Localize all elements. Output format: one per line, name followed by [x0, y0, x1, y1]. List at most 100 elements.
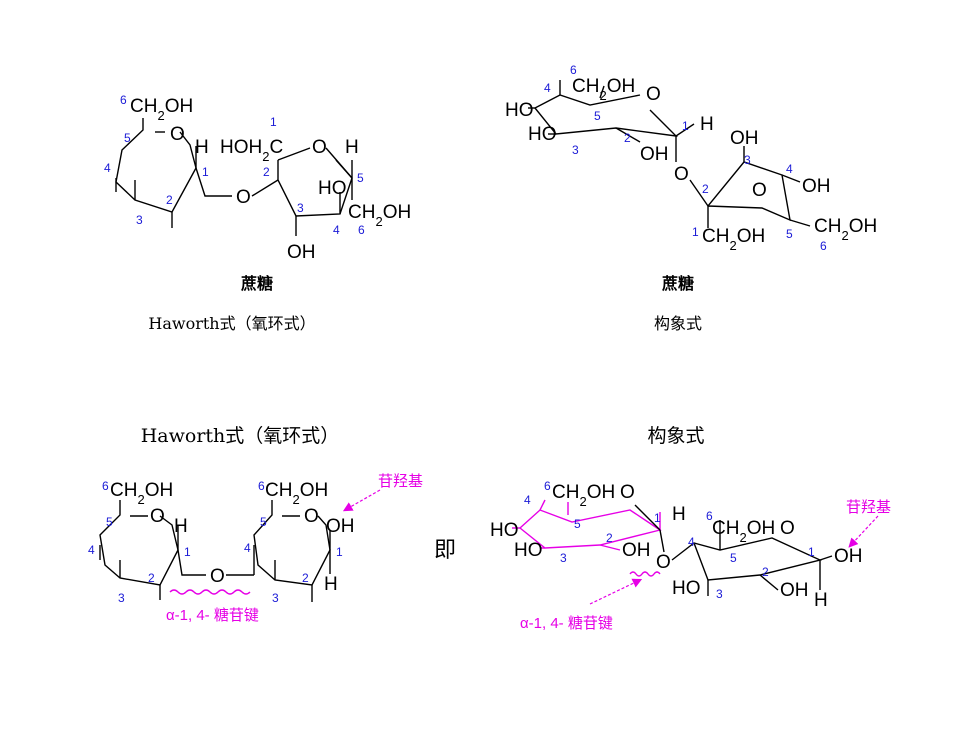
br-a-ch2oh: CH2OH: [552, 482, 615, 509]
caption-conformation-bottom: 构象式: [647, 425, 704, 447]
br-link-o: O: [656, 552, 671, 573]
tr-num4: 4: [544, 81, 551, 95]
num-f2: 2: [263, 165, 270, 179]
num-f6: 6: [358, 223, 365, 237]
link-o: O: [236, 187, 251, 208]
bl-b-h: H: [324, 574, 338, 595]
bl-glycosidic-hydroxyl-label: 苷羟基: [378, 473, 423, 490]
tr-fnum2: 2: [702, 182, 709, 196]
br-bond-arrow: [589, 578, 643, 605]
bl-num-a6: 6: [102, 479, 109, 493]
br-b-oh1: OH: [834, 546, 863, 567]
glc-h: H: [195, 137, 209, 158]
fru-hoh2c: HOH2C: [220, 137, 283, 164]
bl-num-a2: 2: [148, 571, 155, 585]
tr-ho4: HO: [505, 100, 534, 121]
num-g1: 1: [202, 165, 209, 179]
tr-f-o: O: [752, 180, 767, 201]
bl-link-o: O: [210, 566, 225, 587]
num-f3: 3: [297, 201, 304, 215]
tr-link-o: O: [674, 164, 689, 185]
tr-num1: 1: [682, 119, 689, 133]
num-g6: 6: [120, 93, 127, 107]
bl-num-b6: 6: [258, 479, 265, 493]
br-num-a6: 6: [544, 479, 551, 493]
bl-b-ch2oh: CH2OH: [265, 480, 328, 507]
tr-f-ch2oh6: CH2OH: [814, 216, 877, 243]
br-num-a4: 4: [524, 493, 531, 507]
sucrose-haworth-structure: CH2OH O H O HOH2C O H HO CH2OH OH 6 5 4 …: [104, 93, 411, 333]
tr-ch2oh: CH2OH: [572, 76, 635, 103]
sucrose-name-left: 蔗糖: [240, 274, 273, 293]
tr-h1: H: [700, 114, 714, 135]
tr-f-oh4: OH: [802, 176, 831, 197]
br-b-o: O: [780, 518, 795, 539]
br-glycosidic-hydroxyl-label: 苷羟基: [846, 499, 891, 516]
br-num-b3: 3: [716, 587, 723, 601]
br-a-h: H: [672, 504, 686, 525]
fru-ch2oh: CH2OH: [348, 202, 411, 229]
bl-a-ch2oh: CH2OH: [110, 480, 173, 507]
bl-num-a1: 1: [184, 545, 191, 559]
tr-fnum4: 4: [786, 162, 793, 176]
caption-haworth-top: Haworth式（氧环式）: [148, 314, 315, 333]
num-g2: 2: [166, 193, 173, 207]
sucrose-conformation-structure: CH2OH O HO HO OH H O OH O OH CH2OH CH2OH…: [505, 63, 877, 333]
br-a-oh2: OH: [622, 540, 651, 561]
caption-haworth-bottom: Haworth式（氧环式）: [141, 425, 340, 447]
br-num-b4: 4: [688, 535, 695, 549]
bl-bond-wavy-mark: [169, 589, 251, 595]
br-hydroxyl-arrow: [848, 515, 879, 548]
tr-num6: 6: [570, 63, 577, 77]
br-num-b1: 1: [808, 545, 815, 559]
br-glycosidic-bond-label: α-1, 4- 糖苷键: [520, 615, 613, 632]
bl-num-b1: 1: [336, 545, 343, 559]
tr-ring-o: O: [646, 84, 661, 105]
br-num-b5: 5: [730, 551, 737, 565]
br-num-a3: 3: [560, 551, 567, 565]
br-num-b2: 2: [762, 565, 769, 579]
tr-ho3: HO: [528, 124, 557, 145]
fru-ring-o: O: [312, 137, 327, 158]
tr-num3: 3: [572, 143, 579, 157]
bl-b-oh: OH: [326, 516, 355, 537]
fru-oh: OH: [287, 242, 316, 263]
num-g3: 3: [136, 213, 143, 227]
bl-num-b4: 4: [244, 541, 251, 555]
bl-num-a5: 5: [106, 515, 113, 529]
bl-a-h: H: [174, 516, 188, 537]
equivalence-label: 即: [434, 537, 456, 562]
maltose-haworth-structure: CH2OH O H O CH2OH O OH H 6 5 4 3 2 1 6 5…: [88, 473, 423, 624]
br-num-a1: 1: [654, 511, 661, 525]
caption-conformation-top: 构象式: [654, 314, 702, 333]
tr-f-ch2oh1: CH2OH: [702, 226, 765, 253]
num-g5: 5: [124, 131, 131, 145]
br-num-a5: 5: [574, 517, 581, 531]
tr-num2: 2: [624, 131, 631, 145]
maltose-conformation-structure: CH2OH O HO HO OH H O CH2OH O HO OH OH H …: [490, 479, 891, 632]
bl-glycosidic-bond-label: α-1, 4- 糖苷键: [166, 607, 259, 624]
bl-b-o: O: [304, 506, 319, 527]
br-num-b6: 6: [706, 509, 713, 523]
glc-ch2oh: CH2OH: [130, 96, 193, 123]
bl-num-a3: 3: [118, 591, 125, 605]
glc-ring-o: O: [170, 124, 185, 145]
tr-f-oh3: OH: [730, 128, 759, 149]
br-bond-wavy-mark: [629, 571, 661, 577]
bl-num-a4: 4: [88, 543, 95, 557]
br-b-ho3: HO: [672, 578, 701, 599]
tr-fnum1: 1: [692, 225, 699, 239]
num-g4: 4: [104, 161, 111, 175]
fru-h: H: [345, 137, 359, 158]
tr-num5: 5: [594, 109, 601, 123]
tr-fnum6: 6: [820, 239, 827, 253]
bl-num-b5: 5: [260, 515, 267, 529]
bl-a-o: O: [150, 506, 165, 527]
sucrose-name-right: 蔗糖: [661, 274, 694, 293]
br-a-ho3: HO: [514, 540, 543, 561]
br-b-oh2: OH: [780, 580, 809, 601]
br-a-o: O: [620, 482, 635, 503]
bl-num-b3: 3: [272, 591, 279, 605]
bl-num-b2: 2: [302, 571, 309, 585]
